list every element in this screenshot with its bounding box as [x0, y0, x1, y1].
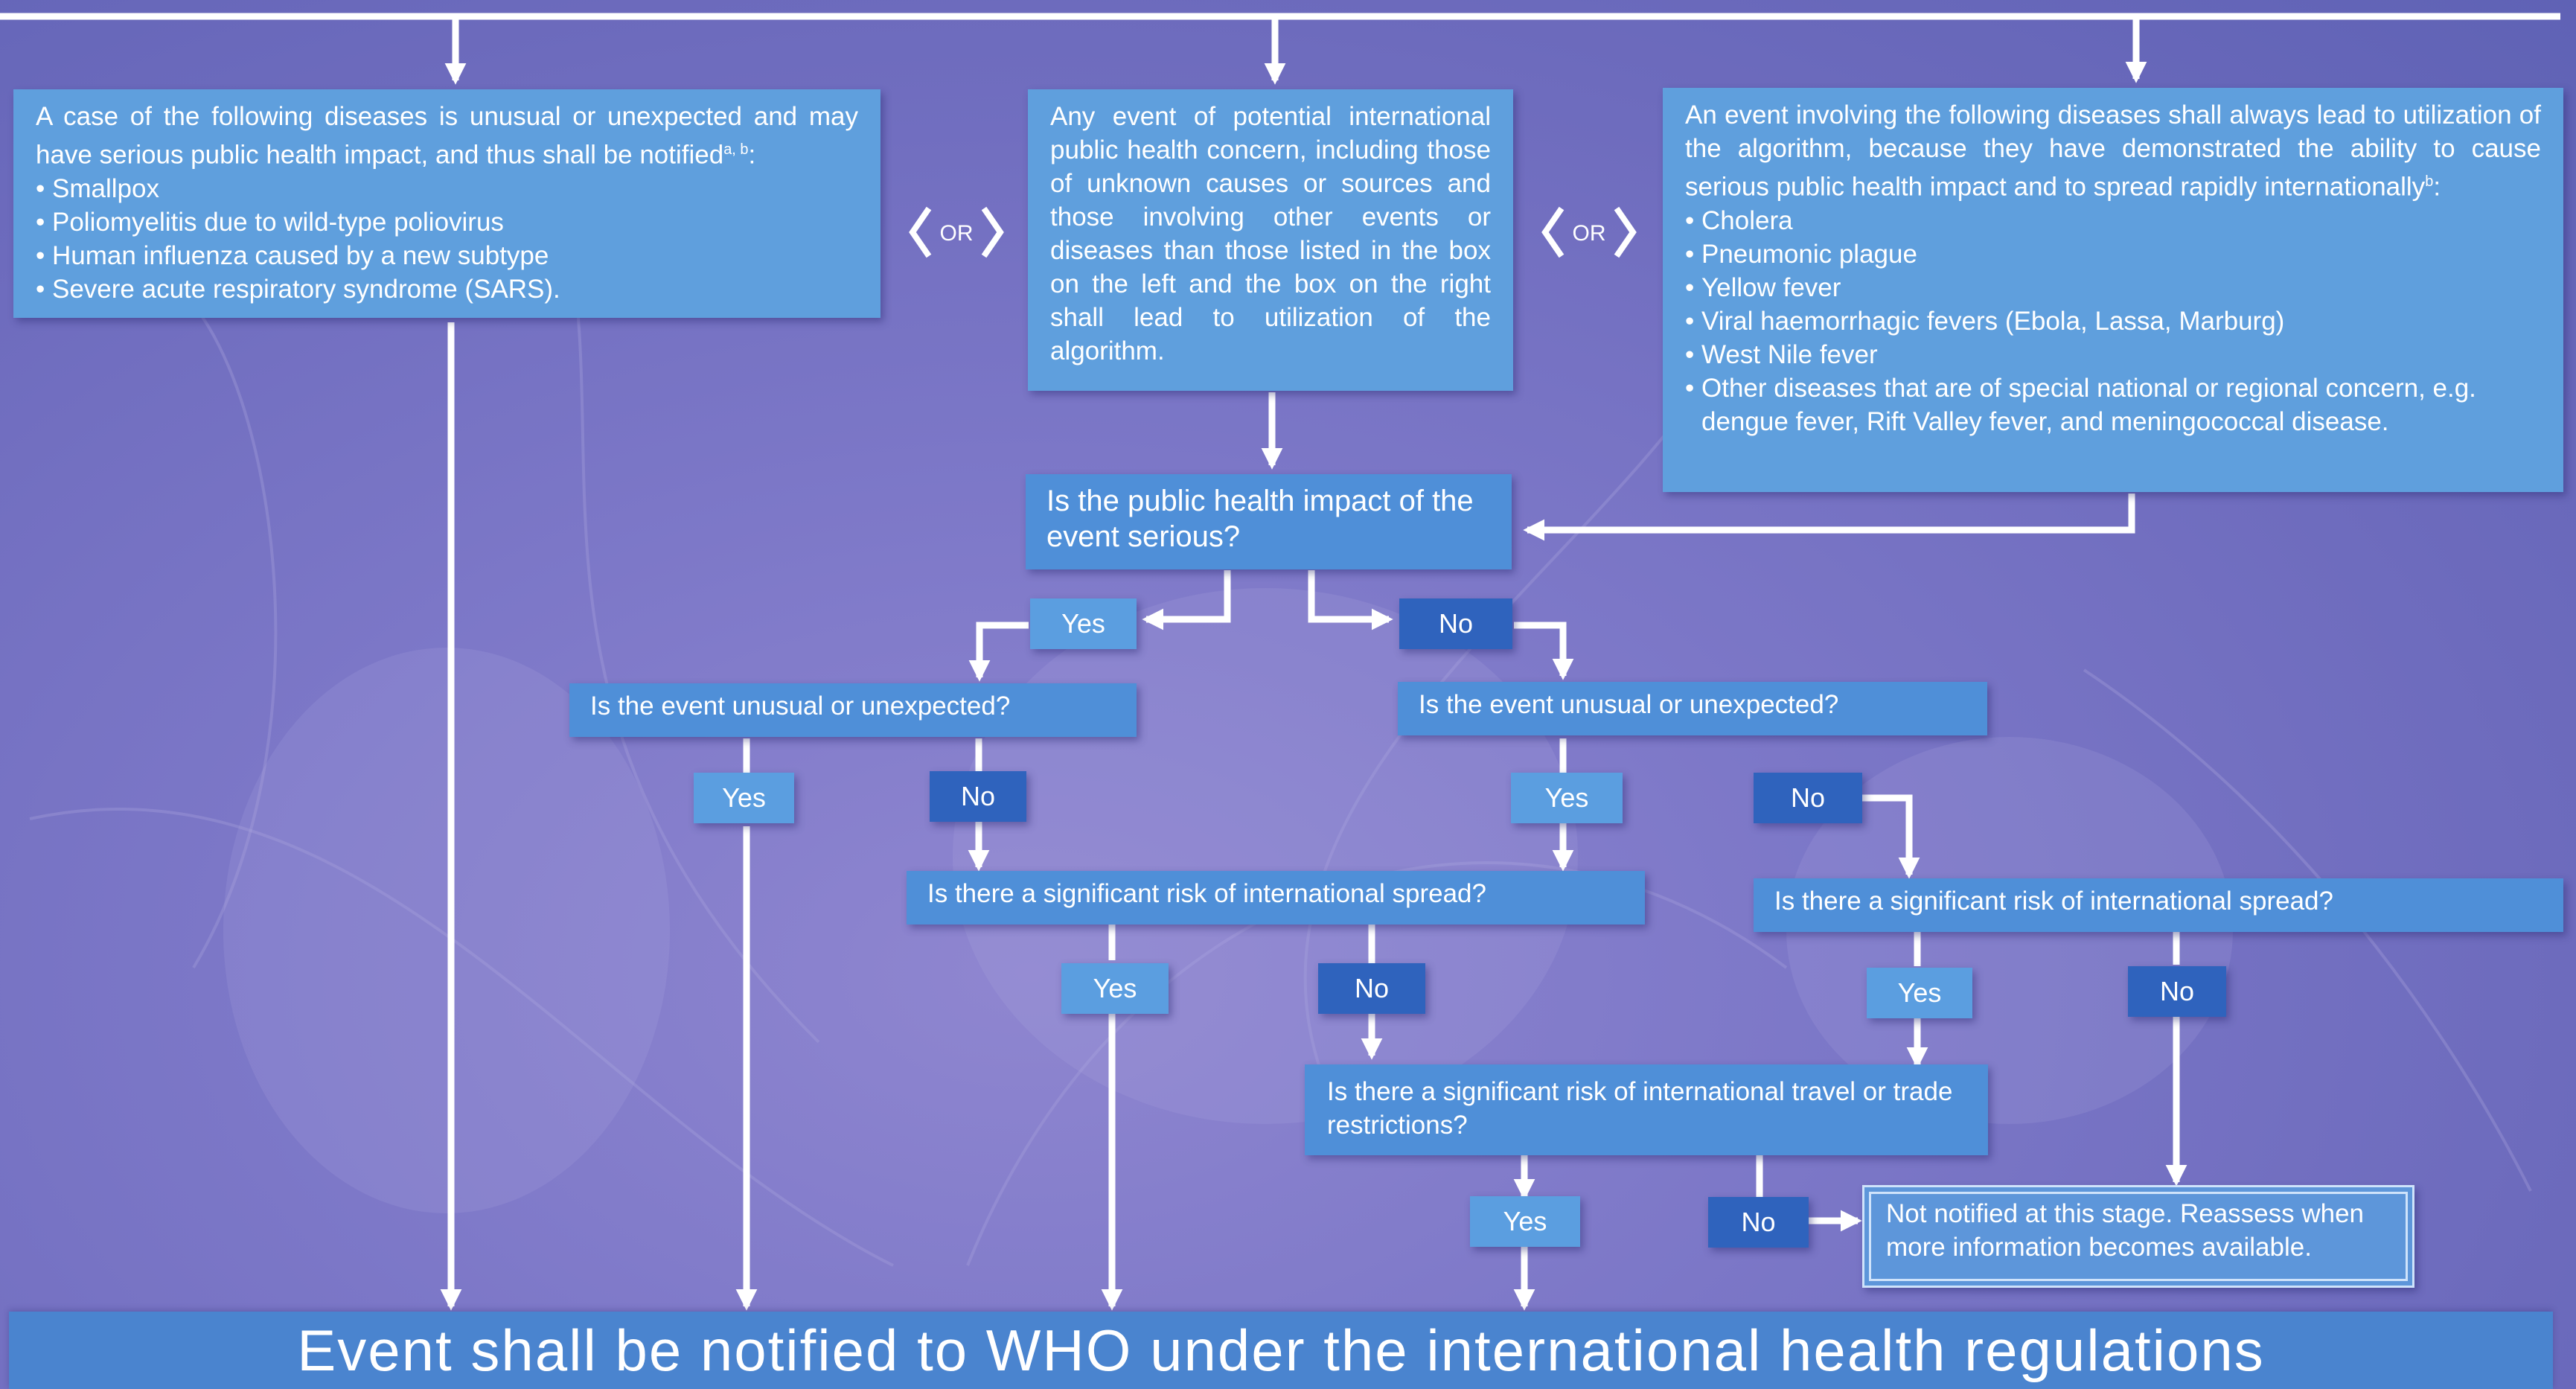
question-text: Is the event unusual or unexpected?	[1419, 690, 1839, 719]
outcome-text: Not notified at this stage. Reassess whe…	[1886, 1199, 2365, 1262]
question-unusual-left: Is the event unusual or unexpected?	[569, 683, 1137, 737]
answer-label: No	[1438, 608, 1474, 639]
question-spread-left: Is there a significant risk of internati…	[907, 871, 1645, 925]
question-unusual-right: Is the event unusual or unexpected?	[1398, 682, 1987, 735]
question-text: Is there a significant risk of internati…	[1774, 887, 2333, 916]
answer-label: Yes	[1544, 782, 1589, 813]
answer-yes-unusual-left: Yes	[694, 773, 794, 823]
answer-no-unusual-right: No	[1754, 773, 1862, 823]
box-listed-diseases-left: A case of the following diseases is unus…	[13, 89, 880, 318]
right-intro-footnote: b	[2425, 173, 2434, 190]
middle-box-text: Any event of potential international pub…	[1050, 102, 1491, 365]
answer-label: No	[2159, 976, 2195, 1006]
list-item: Cholera	[1685, 204, 2541, 237]
answer-label: No	[1790, 782, 1826, 813]
chevron-left-icon	[909, 206, 932, 258]
or-label: OR	[1573, 221, 1606, 246]
list-item: Poliomyelitis due to wild-type polioviru…	[36, 205, 858, 239]
chevron-right-icon	[1614, 206, 1637, 258]
answer-no-unusual-left: No	[930, 771, 1026, 822]
answer-label: Yes	[1061, 608, 1105, 639]
question-travel-trade: Is there a significant risk of internati…	[1305, 1064, 1988, 1155]
list-item: Human influenza caused by a new subtype	[36, 239, 858, 272]
question-text: Is there a significant risk of internati…	[1327, 1077, 1953, 1140]
list-item: West Nile fever	[1685, 338, 2541, 371]
answer-label: Yes	[722, 782, 766, 813]
or-connector-right: OR	[1541, 206, 1637, 258]
answer-yes-spread-right: Yes	[1867, 968, 1972, 1018]
answer-yes-serious: Yes	[1030, 598, 1137, 649]
box-any-event-middle: Any event of potential international pub…	[1028, 89, 1513, 391]
answer-yes-unusual-right: Yes	[1511, 773, 1623, 823]
footer-text: Event shall be notified to WHO under the…	[297, 1318, 2265, 1383]
box-always-diseases-right: An event involving the following disease…	[1663, 88, 2563, 492]
answer-yes-travel: Yes	[1470, 1196, 1580, 1247]
question-spread-right: Is there a significant risk of internati…	[1754, 878, 2563, 932]
list-item: Other diseases that are of special natio…	[1685, 371, 2541, 438]
answer-label: Yes	[1093, 973, 1137, 1003]
right-intro-text: An event involving the following disease…	[1685, 100, 2541, 202]
answer-label: No	[960, 781, 996, 811]
answer-label: No	[1354, 973, 1390, 1003]
list-item: Smallpox	[36, 172, 858, 205]
question-text: Is there a significant risk of internati…	[927, 879, 1486, 908]
left-intro-footnote: a, b	[723, 141, 749, 158]
outcome-notify-who-banner: Event shall be notified to WHO under the…	[9, 1312, 2553, 1389]
chevron-left-icon	[1541, 206, 1565, 258]
right-disease-list: Cholera Pneumonic plague Yellow fever Vi…	[1685, 204, 2541, 438]
list-item: Severe acute respiratory syndrome (SARS)…	[36, 272, 858, 306]
answer-no-travel: No	[1708, 1197, 1809, 1248]
list-item: Viral haemorrhagic fevers (Ebola, Lassa,…	[1685, 304, 2541, 338]
answer-label: No	[1741, 1207, 1776, 1237]
answer-yes-spread-left: Yes	[1061, 963, 1169, 1014]
list-item: Yellow fever	[1685, 271, 2541, 304]
or-connector-left: OR	[909, 206, 1004, 258]
list-item: Pneumonic plague	[1685, 237, 2541, 271]
answer-label: Yes	[1897, 977, 1942, 1008]
question-serious-impact: Is the public health impact of the event…	[1026, 474, 1512, 569]
answer-label: Yes	[1503, 1206, 1547, 1236]
answer-no-serious: No	[1399, 598, 1512, 649]
or-label: OR	[940, 221, 974, 246]
answer-no-spread-left: No	[1318, 963, 1425, 1014]
question-text: Is the public health impact of the event…	[1046, 485, 1474, 553]
left-disease-list: Smallpox Poliomyelitis due to wild-type …	[36, 172, 858, 306]
answer-no-spread-right: No	[2128, 966, 2226, 1017]
chevron-right-icon	[981, 206, 1004, 258]
left-intro-text: A case of the following diseases is unus…	[36, 102, 858, 170]
outcome-not-notified: Not notified at this stage. Reassess whe…	[1862, 1185, 2414, 1288]
question-text: Is the event unusual or unexpected?	[590, 692, 1011, 721]
